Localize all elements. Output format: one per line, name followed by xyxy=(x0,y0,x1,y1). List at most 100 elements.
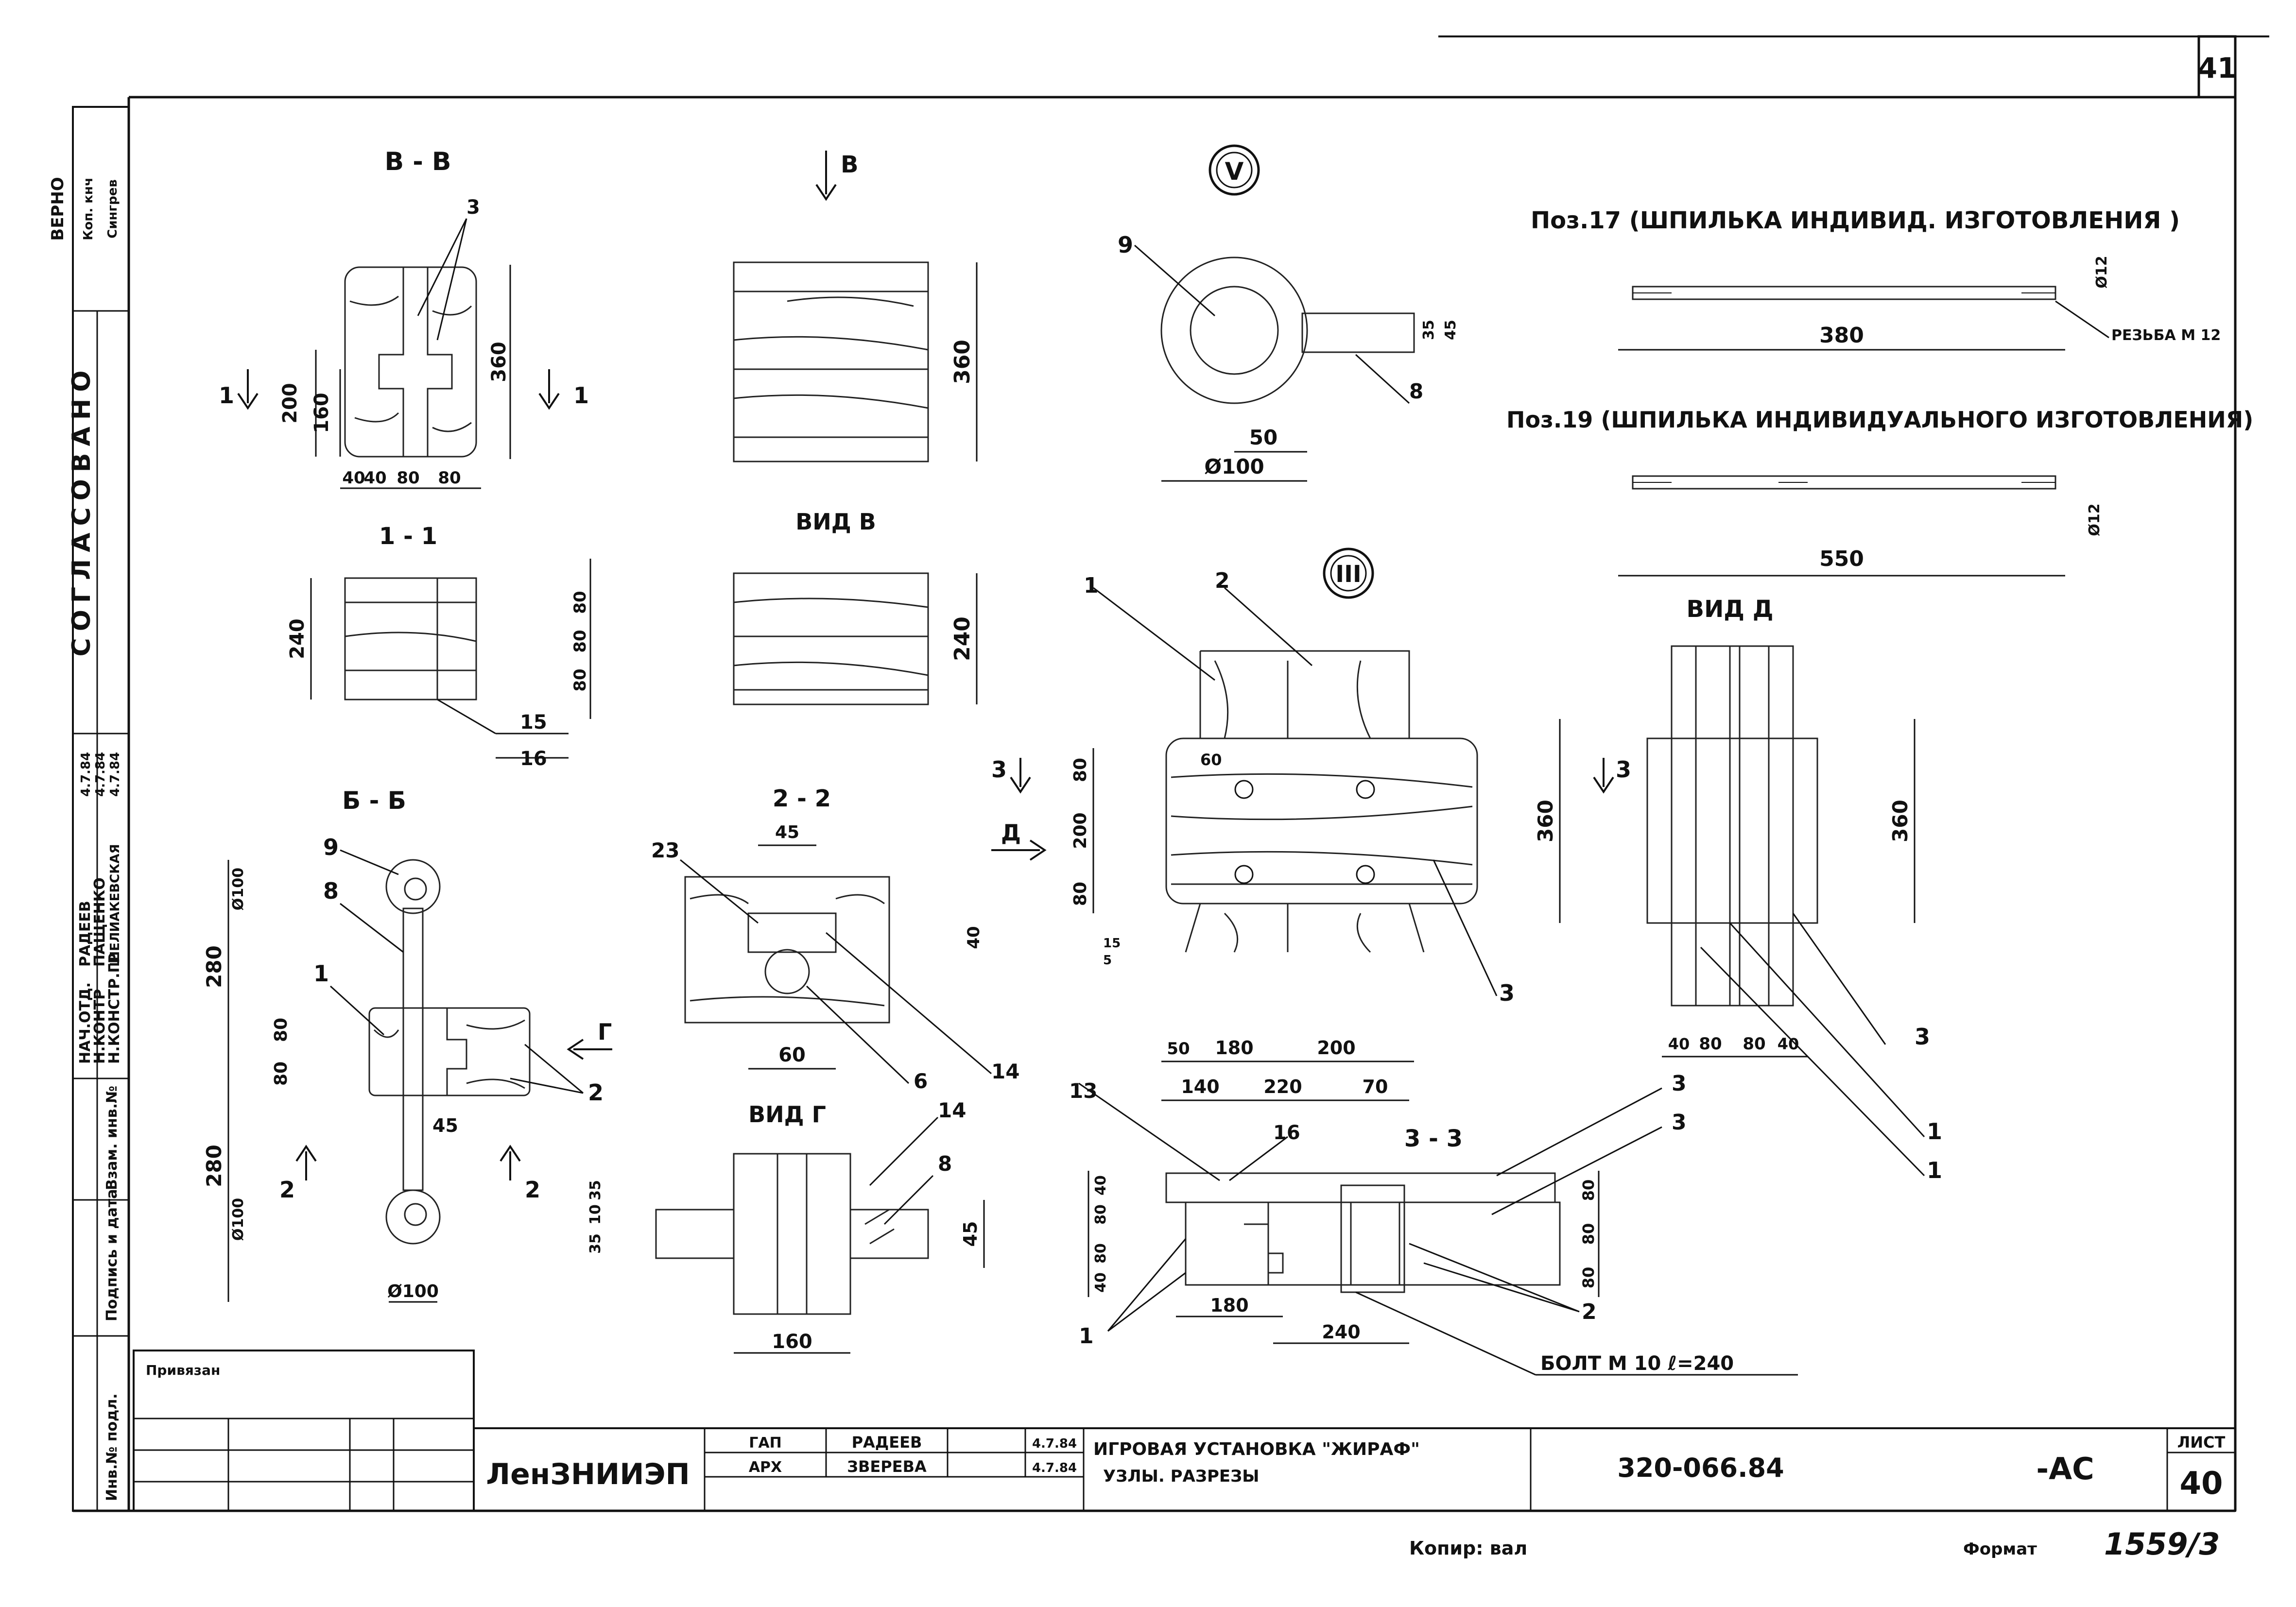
section-b-b-section-left: 2 xyxy=(279,1177,295,1203)
node-iii-bdim1-3: 200 xyxy=(1317,1037,1355,1059)
node-iii-ldim-3: 80 xyxy=(1070,882,1090,906)
section-1-1-dim: 240 xyxy=(286,618,309,659)
view-vid-b-title: ВИД В xyxy=(795,509,876,535)
privyazan-label: Привязан xyxy=(146,1362,220,1378)
stamp-name-3: ШЕЛИАКЕВСКАЯ xyxy=(108,844,122,967)
section-b-b-dia-bot: Ø100 xyxy=(230,1198,247,1241)
pos17-dia: Ø12 xyxy=(2093,256,2110,288)
node-v-callout-8: 8 xyxy=(1409,379,1423,403)
node-v-dim-50: 50 xyxy=(1249,426,1277,449)
view-arrow-b-dim: 360 xyxy=(950,340,975,384)
view-v-v-title: В - В xyxy=(384,147,451,176)
view-vid-d-callout-3: 3 xyxy=(1915,1024,1930,1050)
section-1-1-title: 1 - 1 xyxy=(379,523,437,550)
section-1-1-rdim-3: 80 xyxy=(570,668,590,691)
node-v-callout-9: 9 xyxy=(1118,232,1133,258)
section-3-3-bdim-1: 180 xyxy=(1210,1295,1248,1316)
view-v-v-bdim-3: 80 xyxy=(397,468,419,488)
node-iii-title: III xyxy=(1335,561,1362,588)
node-iii: III 1 2 3 80 200 80 3 3 Д 60 360 50 180 … xyxy=(991,547,1631,1101)
section-b-b-section-right: 2 xyxy=(525,1177,540,1203)
node-iii-dim-360: 360 xyxy=(1534,800,1557,842)
section-3-3-rdim-3: 80 xyxy=(1579,1267,1598,1289)
bottom-format-value: 1559/3 xyxy=(2104,1526,2220,1562)
view-vid-d-callout-1b: 1 xyxy=(1927,1157,1942,1183)
tb-date-1: 4.7.84 xyxy=(1032,1436,1077,1451)
section-b-b-callout-8: 8 xyxy=(323,878,339,904)
stamp-verno: ВЕРНО xyxy=(48,177,68,240)
view-v-v-bdim-4: 80 xyxy=(438,468,461,488)
section-b-b-callout-1: 1 xyxy=(313,960,329,987)
drawing-mark: -АС xyxy=(2036,1451,2094,1487)
sheet-label: ЛИСТ xyxy=(2177,1433,2226,1452)
tb-name-1: РАДЕЕВ xyxy=(852,1433,922,1452)
section-3-3-bolt-note: БОЛТ М 10 ℓ=240 xyxy=(1540,1352,1734,1375)
node-iii-ldim-1: 80 xyxy=(1070,758,1090,782)
node-iii-bdim1-1: 50 xyxy=(1167,1039,1190,1059)
org-name: ЛенЗНИИЭП xyxy=(486,1457,690,1491)
tb-name-2: ЗВЕРЕВА xyxy=(847,1457,927,1476)
sheet-number: 40 xyxy=(2179,1466,2223,1502)
node-v-dim-45: 45 xyxy=(1442,320,1459,340)
node-iii-mark-3-left: 3 xyxy=(991,756,1007,783)
section-3-3-bdim-2: 240 xyxy=(1322,1321,1360,1343)
node-iii-bdim2-2: 220 xyxy=(1263,1076,1302,1097)
section-3-3-ldim-2: 80 xyxy=(1092,1204,1109,1225)
section-2-2-dim-60: 60 xyxy=(778,1044,806,1066)
node-v-dim-35: 35 xyxy=(1420,320,1437,340)
section-b-b-dim-80b: 80 xyxy=(271,1061,291,1086)
section-2-2-dim-45: 45 xyxy=(775,822,799,842)
view-vid-b-dim: 240 xyxy=(950,616,975,661)
view-arrow-b-title: В xyxy=(841,151,859,178)
stamp-role-2: Н.КОНТР xyxy=(91,989,108,1064)
node-v-title: V xyxy=(1225,157,1244,186)
stamp-role-1: НАЧ.ОТД. xyxy=(77,982,94,1064)
stamp-name-2: ПАЩЕНКО xyxy=(91,877,108,967)
stamp-kop: Коп. кнч xyxy=(81,177,96,240)
stamp-col-3: Взам. инв.№ xyxy=(104,1086,121,1190)
view-vid-d: ВИД Д 360 40 80 80 40 3 1 1 xyxy=(1646,596,1942,1183)
section-b-b-dim-280-bot: 280 xyxy=(202,1145,226,1187)
view-vid-d-callout-1a: 1 xyxy=(1927,1118,1942,1145)
section-2-2: 2 - 2 45 23 6 14 40 60 xyxy=(651,785,1019,1093)
section-b-b-dim-280-top: 280 xyxy=(202,945,226,988)
section-3-3-callout-16: 16 xyxy=(1273,1122,1300,1144)
node-iii-callout-3: 3 xyxy=(1499,980,1515,1006)
node-iii-bdim2-1: 140 xyxy=(1181,1076,1219,1097)
pos17-length: 380 xyxy=(1819,323,1864,348)
stamp-col-2: Подпись и дата xyxy=(104,1189,121,1321)
section-b-b-dim-80a: 80 xyxy=(271,1018,291,1042)
node-iii-bdim2-3: 70 xyxy=(1363,1076,1388,1097)
section-3-3-callout-3a: 3 xyxy=(1672,1071,1687,1096)
section-3-3-callout-3b: 3 xyxy=(1672,1110,1687,1135)
section-1-1-rdim-1: 80 xyxy=(570,591,590,614)
section-b-b-title: Б - Б xyxy=(342,786,406,815)
stamp-col-1: Инв.№ подл. xyxy=(104,1393,121,1501)
section-3-3: 3 - 3 13 16 3 3 1 2 40 80 80 40 80 80 80… xyxy=(1069,1071,1798,1376)
section-b-b-dia-base: Ø100 xyxy=(387,1282,439,1301)
pos19-dia: Ø12 xyxy=(2086,503,2103,536)
view-v-v-bdim-1: 40 xyxy=(342,468,365,488)
section-3-3-ldim-3: 80 xyxy=(1092,1243,1109,1264)
bottom-copied-label: Копир: вал xyxy=(1409,1538,1527,1559)
view-vid-g-ldim-2: 10 xyxy=(587,1204,604,1225)
node-iii-small-2: 5 xyxy=(1103,953,1112,968)
view-v-v-dim-360: 360 xyxy=(488,342,510,382)
section-3-3-rdim-1: 80 xyxy=(1579,1180,1598,1201)
drawing-title-1: ИГРОВАЯ УСТАНОВКА "ЖИРАФ" xyxy=(1093,1439,1420,1459)
view-v-v-section-left: 1 xyxy=(219,382,234,409)
title-block: Привязан ЛенЗНИИЭП ГАП АРХ РАДЕЕВ ЗВЕРЕВ… xyxy=(133,1350,2236,1512)
view-vid-b: ВИД В 240 xyxy=(733,509,978,705)
pos19-stud: Поз.19 (ШПИЛЬКА ИНДИВИДУАЛЬНОГО ИЗГОТОВЛ… xyxy=(1506,407,2253,577)
view-vid-g: ВИД Г 14 8 35 10 35 45 160 xyxy=(587,1098,985,1354)
tb-date-2: 4.7.84 xyxy=(1032,1461,1077,1475)
node-iii-callout-2: 2 xyxy=(1215,568,1230,593)
view-vid-g-title: ВИД Г xyxy=(748,1101,826,1128)
soglasovano-label: СОГЛАСОВАНО xyxy=(67,364,96,657)
section-2-2-callout-23: 23 xyxy=(651,838,679,862)
tb-role-2: АРХ xyxy=(749,1459,782,1476)
pos17-thread: РЕЗЬБА М 12 xyxy=(2111,327,2221,344)
stamp-name: Сингрев xyxy=(105,179,120,239)
section-b-b-dia-top: Ø100 xyxy=(230,868,247,910)
